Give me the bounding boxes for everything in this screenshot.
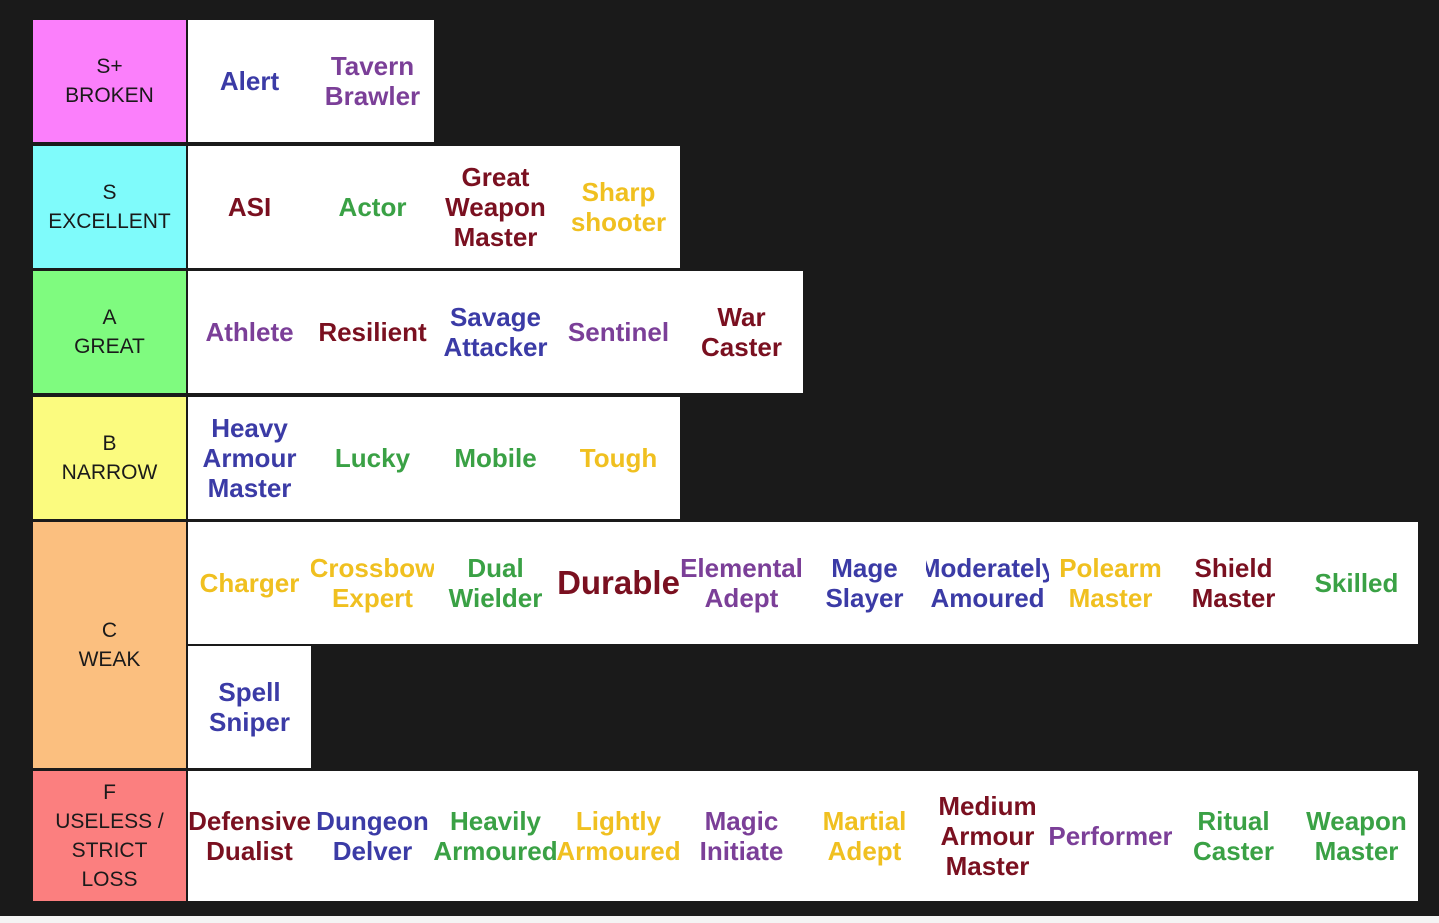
tier-item[interactable]: Ritual Caster	[1172, 771, 1295, 901]
tier-item[interactable]: Resilient	[311, 271, 434, 393]
tier-item[interactable]: ASI	[188, 146, 311, 268]
tier-item[interactable]: Dual Wielder	[434, 522, 557, 644]
tier-item[interactable]: Great Weapon Master	[434, 146, 557, 268]
tier-label-line: F	[103, 781, 116, 804]
tier-item[interactable]: Moderately Amoured	[926, 522, 1049, 644]
tier-item[interactable]: Sharp shooter	[557, 146, 680, 268]
tier-label: S EXCELLENT	[33, 146, 186, 268]
tier-item[interactable]: Defensive Dualist	[188, 771, 311, 901]
tier-item[interactable]: Heavily Armoured	[434, 771, 557, 901]
tier-item[interactable]: War Caster	[680, 271, 803, 393]
tier-item[interactable]: Shield Master	[1172, 522, 1295, 644]
tier-item[interactable]: Athlete	[188, 271, 311, 393]
tier-label-line: S+	[96, 55, 123, 78]
tier-item[interactable]: Actor	[311, 146, 434, 268]
tier-item[interactable]: Dungeon Delver	[311, 771, 434, 901]
tier-item[interactable]: Tavern Brawler	[311, 20, 434, 142]
tier-label-line: C	[101, 619, 118, 642]
tier-item[interactable]: Weapon Master	[1295, 771, 1418, 901]
tier-label-line: S	[102, 181, 117, 204]
tier-label-line: NARROW	[61, 461, 158, 484]
tier-item[interactable]: Durable	[557, 522, 680, 644]
tier-item[interactable]: Charger	[188, 522, 311, 644]
tier-item[interactable]: Sentinel	[557, 271, 680, 393]
tier-item[interactable]: Mage Slayer	[803, 522, 926, 644]
tier-label-line: GREAT	[74, 335, 145, 358]
tier-label-line: USELESS /	[55, 810, 164, 833]
tier-item[interactable]: Medium Armour Master	[926, 771, 1049, 901]
tier-label: B NARROW	[33, 397, 186, 519]
tier-label: F USELESS / STRICT LOSS	[33, 771, 186, 901]
tier-item[interactable]: Spell Sniper	[188, 646, 311, 768]
tier-item[interactable]: Elemental Adept	[680, 522, 803, 644]
tier-label-line: EXCELLENT	[48, 210, 171, 233]
tier-item[interactable]: Alert	[188, 20, 311, 142]
tier-item[interactable]: Mobile	[434, 397, 557, 519]
tier-item[interactable]: Martial Adept	[803, 771, 926, 901]
tier-label-line: B	[102, 432, 117, 455]
bottom-strip	[0, 916, 1439, 923]
tier-item[interactable]: Lightly Armoured	[557, 771, 680, 901]
tier-label-line: A	[102, 306, 117, 329]
tier-item[interactable]: Polearm Master	[1049, 522, 1172, 644]
tier-item[interactable]: Crossbow Expert	[311, 522, 434, 644]
tier-item[interactable]: Lucky	[311, 397, 434, 519]
tier-item[interactable]: Heavy Armour Master	[188, 397, 311, 519]
tier-item[interactable]: Magic Initiate	[680, 771, 803, 901]
tier-item[interactable]: Tough	[557, 397, 680, 519]
tier-item[interactable]: Performer	[1049, 771, 1172, 901]
tier-label-line: STRICT	[71, 839, 148, 862]
tier-label-line: WEAK	[78, 648, 141, 671]
tier-item[interactable]: Savage Attacker	[434, 271, 557, 393]
tier-label-line: BROKEN	[65, 84, 154, 107]
tier-label: S+ BROKEN	[33, 20, 186, 142]
tier-label: A GREAT	[33, 271, 186, 393]
tier-item[interactable]: Skilled	[1295, 522, 1418, 644]
tier-label: C WEAK	[33, 522, 186, 768]
tier-label-line: LOSS	[81, 868, 138, 891]
